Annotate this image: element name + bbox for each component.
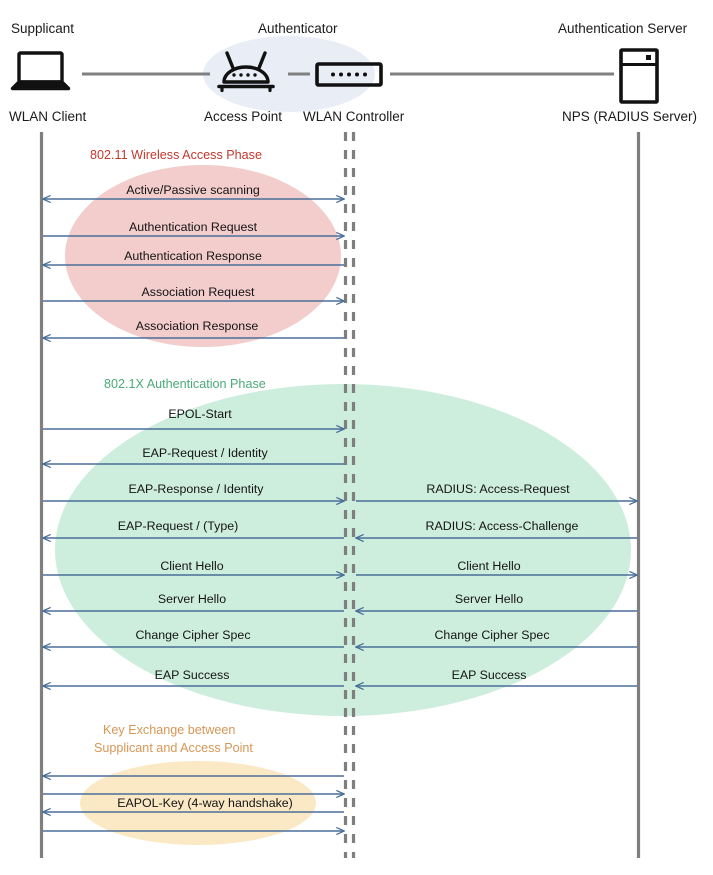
message-arrow: Association Request <box>43 285 344 301</box>
phase-label-dot1x: 802.1X Authentication Phase <box>104 377 266 391</box>
access-point-icon <box>217 51 275 93</box>
message-arrow: Server Hello <box>356 592 637 611</box>
message-label: EAP Success <box>155 668 230 682</box>
message-arrow: EPOL-Start <box>43 407 344 429</box>
message-arrow: RADIUS: Access-Challenge <box>356 519 637 538</box>
message-arrow: Server Hello <box>43 592 344 611</box>
blob-dot1x-phase <box>55 384 631 716</box>
message-arrow: EAP-Request / (Type) <box>43 519 344 538</box>
message-arrow: Active/Passive scanning <box>43 183 344 199</box>
message-label: EAP Success <box>452 668 527 682</box>
message-arrow: Change Cipher Spec <box>43 628 344 647</box>
message-arrow: Change Cipher Spec <box>356 628 637 647</box>
message-arrow: EAP Success <box>356 668 637 686</box>
message-label: Association Response <box>136 319 259 333</box>
message-label: EAP-Request / Identity <box>142 446 268 460</box>
message-label: EAP-Request / (Type) <box>118 519 239 533</box>
actor-role-supplicant: Supplicant <box>11 21 74 36</box>
message-label: Active/Passive scanning <box>126 183 260 197</box>
message-label: RADIUS: Access-Challenge <box>426 519 579 533</box>
message-label: RADIUS: Access-Request <box>426 482 570 496</box>
wlan-controller-icon <box>315 62 383 87</box>
message-label: EPOL-Start <box>168 407 232 421</box>
phase-label-key-exchange-line2: Supplicant and Access Point <box>94 741 253 755</box>
actor-name-wlan-controller: WLAN Controller <box>303 109 405 124</box>
actor-role-authenticator: Authenticator <box>258 21 338 36</box>
actor-name-wlan-client: WLAN Client <box>9 109 87 124</box>
message-arrow: EAP-Request / Identity <box>43 446 344 464</box>
message-label: EAP-Response / Identity <box>129 482 265 496</box>
blob-key-exchange-phase <box>80 761 316 845</box>
message-arrow: Association Response <box>43 319 344 338</box>
message-arrow: Authentication Request <box>43 220 344 236</box>
message-label: Association Request <box>142 285 256 299</box>
phase-label-key-exchange-line1: Key Exchange between <box>103 723 235 737</box>
server-icon <box>619 48 659 104</box>
message-label: Authentication Request <box>129 220 258 234</box>
message-arrow: Authentication Response <box>43 249 344 265</box>
message-arrow: EAP-Response / Identity <box>43 482 344 501</box>
actor-name-nps-radius-server: NPS (RADIUS Server) <box>562 109 697 124</box>
message-label: Authentication Response <box>124 249 262 263</box>
message-label: Server Hello <box>455 592 523 606</box>
phase-label-wireless: 802.11 Wireless Access Phase <box>90 148 262 162</box>
actor-name-access-point: Access Point <box>204 109 282 124</box>
message-label: Client Hello <box>160 559 223 573</box>
actor-role-auth-server: Authentication Server <box>558 21 688 36</box>
message-arrow: RADIUS: Access-Request <box>356 482 637 501</box>
message-label: Change Cipher Spec <box>135 628 250 642</box>
message-arrow: Client Hello <box>356 559 637 575</box>
message-label: Client Hello <box>457 559 520 573</box>
laptop-icon <box>10 51 71 91</box>
message-arrow: EAP Success <box>43 668 344 686</box>
message-label: Server Hello <box>158 592 226 606</box>
message-arrow: Client Hello <box>43 559 344 575</box>
message-arrow: EAPOL-Key (4-way handshake) <box>43 796 344 812</box>
message-label: Change Cipher Spec <box>434 628 549 642</box>
message-label: EAPOL-Key (4-way handshake) <box>117 796 293 810</box>
access-point-leds <box>232 73 257 77</box>
